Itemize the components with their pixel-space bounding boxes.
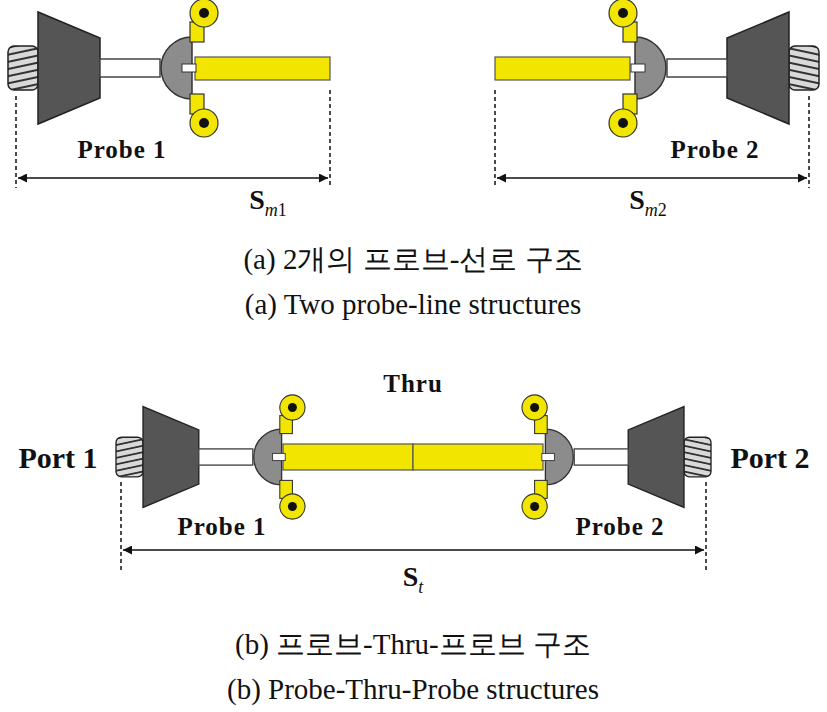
dimension-label: Sm1 <box>249 185 287 221</box>
dimension-label: St <box>403 562 424 598</box>
port-label: Port 2 <box>730 441 809 474</box>
sub-caption: (a) Two probe-line structures <box>245 289 581 321</box>
dimension-label: Sm2 <box>629 185 667 221</box>
sub-caption: (a) 2개의 프로브-선로 구조 <box>243 244 582 276</box>
thru-label: Thru <box>383 370 443 398</box>
sub-caption: (b) 프로브-Thru-프로브 구조 <box>235 629 591 661</box>
sub-caption: (b) Probe-Thru-Probe structures <box>227 674 599 706</box>
probe-label: Probe 2 <box>670 136 759 164</box>
probe-label: Probe 1 <box>77 136 166 164</box>
probe-label: Probe 1 <box>177 513 266 541</box>
probe-label: Probe 2 <box>575 513 664 541</box>
port-label: Port 1 <box>18 441 97 474</box>
